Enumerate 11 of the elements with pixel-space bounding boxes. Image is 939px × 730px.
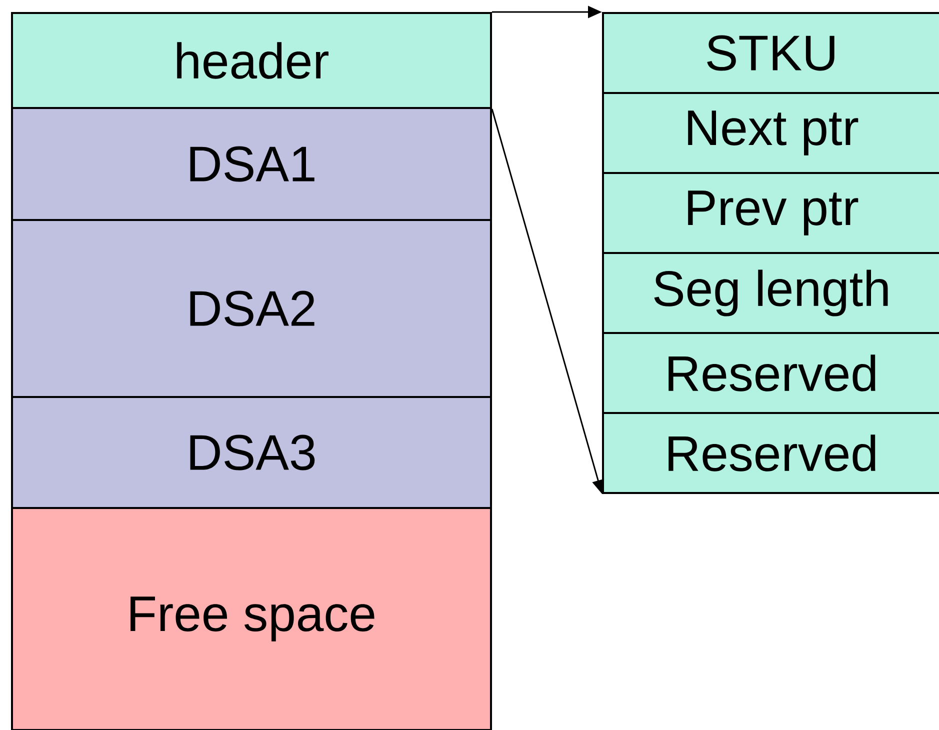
header-block: header	[11, 12, 492, 109]
field-box: Prev ptr	[602, 172, 939, 254]
field-box: Reserved	[602, 332, 939, 414]
field-box: STKU	[602, 12, 939, 94]
memory-block: DSA1	[11, 107, 492, 221]
field-box: Next ptr	[602, 92, 939, 174]
field-box: Reserved	[602, 412, 939, 494]
field-box: Seg length	[602, 252, 939, 334]
memory-block: DSA2	[11, 219, 492, 398]
free-space-block: Free space	[11, 507, 492, 730]
memory-block: DSA3	[11, 396, 492, 509]
